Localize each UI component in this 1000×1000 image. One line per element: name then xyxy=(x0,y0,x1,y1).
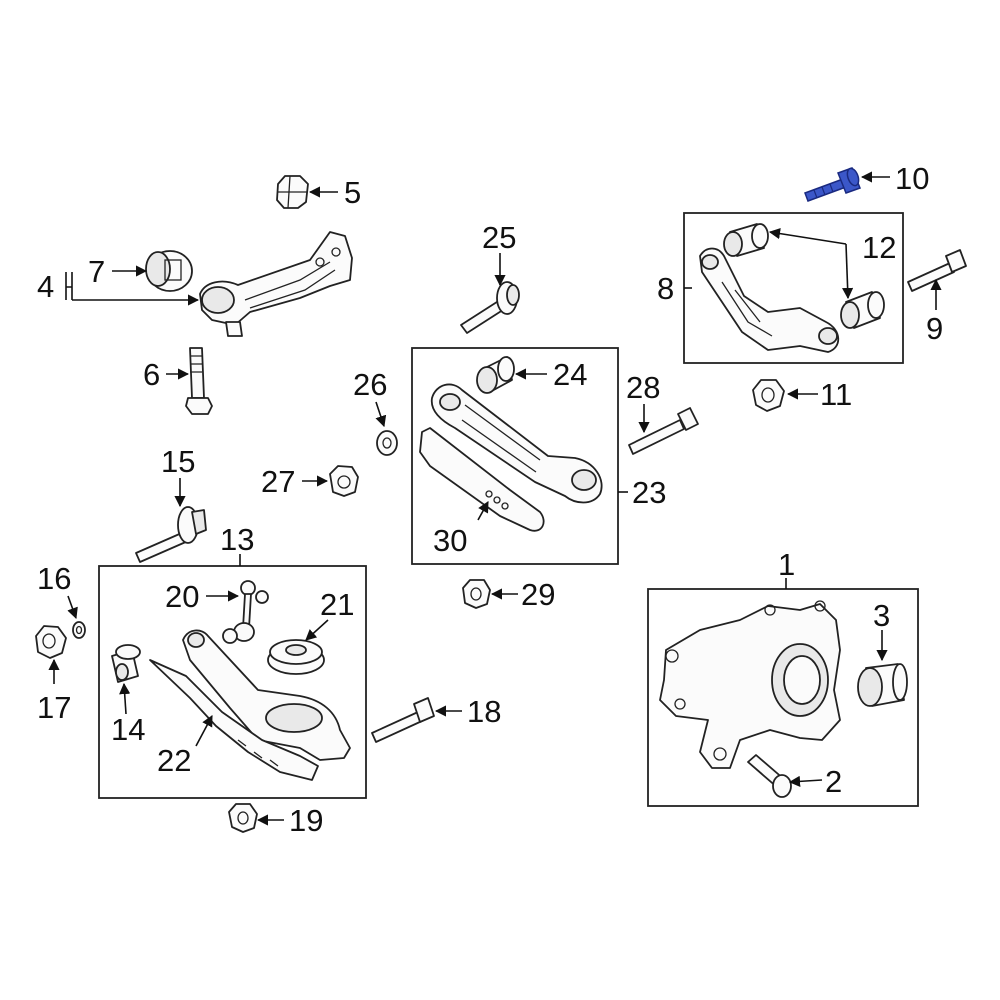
part-21-spring-seat[interactable] xyxy=(267,639,325,675)
part-5-nut[interactable] xyxy=(276,175,309,209)
part-1-knuckle[interactable] xyxy=(659,600,841,769)
callout-28: 28 xyxy=(626,370,660,405)
callout-3: 3 xyxy=(873,598,890,633)
group-box-lower-control-arm xyxy=(98,565,367,799)
callout-5: 5 xyxy=(344,175,361,210)
part-18-bolt[interactable] xyxy=(371,697,435,743)
callout-8: 8 xyxy=(657,271,674,306)
callout-20: 20 xyxy=(165,579,199,614)
callout-29: 29 xyxy=(521,577,555,612)
part-2-bolt[interactable] xyxy=(747,754,792,798)
callout-9: 9 xyxy=(926,311,943,346)
part-6-bolt[interactable] xyxy=(185,347,213,415)
part-3-bushing[interactable] xyxy=(857,663,908,707)
part-14-bushing[interactable] xyxy=(111,644,141,683)
part-11-nut[interactable] xyxy=(752,379,785,412)
callout-26: 26 xyxy=(353,367,387,402)
part-17-nut[interactable] xyxy=(35,625,67,659)
part-8-upper-control-arm[interactable] xyxy=(699,247,840,353)
callout-17: 17 xyxy=(37,690,71,725)
callout-4: 4 xyxy=(37,269,54,304)
callout-18: 18 xyxy=(467,694,501,729)
callout-27: 27 xyxy=(261,464,295,499)
callout-1: 1 xyxy=(778,547,795,582)
callout-24: 24 xyxy=(553,357,587,392)
group-box-trailing-link xyxy=(411,347,619,565)
part-4-trailing-arm[interactable] xyxy=(199,231,353,337)
callout-12: 12 xyxy=(862,230,896,265)
callout-30: 30 xyxy=(433,523,467,558)
callout-6: 6 xyxy=(143,357,160,392)
part-24-bushing[interactable] xyxy=(476,356,515,394)
part-13-lower-control-arm[interactable] xyxy=(182,629,351,761)
callout-16: 16 xyxy=(37,561,71,596)
part-25-bolt[interactable] xyxy=(460,281,520,334)
callout-25: 25 xyxy=(482,220,516,255)
callout-23: 23 xyxy=(632,475,666,510)
callout-11: 11 xyxy=(820,377,852,412)
callout-10: 10 xyxy=(895,161,929,196)
callout-labels: 1 2 3 4 5 6 7 8 9 10 11 12 13 14 15 16 1… xyxy=(37,161,943,838)
callout-22: 22 xyxy=(157,743,191,778)
part-15-bolt[interactable] xyxy=(135,506,207,563)
part-28-bolt[interactable] xyxy=(628,407,699,455)
part-20-stabilizer-link[interactable] xyxy=(222,580,269,644)
callout-21: 21 xyxy=(320,587,354,622)
part-9-bolt[interactable] xyxy=(907,249,967,292)
part-12-bushing-lower[interactable] xyxy=(840,291,885,329)
part-19-nut[interactable] xyxy=(228,803,258,833)
callout-14: 14 xyxy=(111,712,145,747)
part-12-bushing-upper[interactable] xyxy=(723,223,769,257)
callout-2: 2 xyxy=(825,764,842,799)
part-16-washer[interactable] xyxy=(72,621,86,639)
callout-19: 19 xyxy=(289,803,323,838)
part-7-bushing[interactable] xyxy=(145,250,193,292)
part-29-nut[interactable] xyxy=(462,579,491,609)
part-23-trailing-link[interactable] xyxy=(430,383,603,504)
part-26-washer[interactable] xyxy=(376,430,398,456)
callout-15: 15 xyxy=(161,444,195,479)
callout-13: 13 xyxy=(220,522,254,557)
part-27-nut[interactable] xyxy=(329,465,359,497)
part-10-bolt-highlighted[interactable] xyxy=(804,167,861,202)
callout-7: 7 xyxy=(88,254,105,289)
group-box-knuckle xyxy=(647,588,919,807)
leader-lines xyxy=(48,171,942,826)
